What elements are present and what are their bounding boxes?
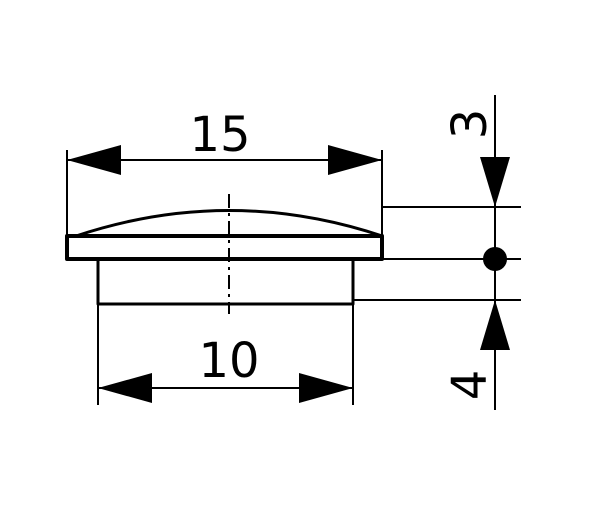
shank-diameter-label: 10 <box>198 333 259 389</box>
arrowhead-down <box>480 157 510 207</box>
arrowhead-up <box>480 300 510 350</box>
shank-height-label: 4 <box>442 370 498 401</box>
arrowhead-right <box>299 373 353 403</box>
part-outline <box>65 209 384 306</box>
arrowhead-left <box>67 145 121 175</box>
cap-diameter-dimension <box>66 145 383 236</box>
reference-dot <box>483 247 507 271</box>
arrowhead-left <box>98 373 152 403</box>
cap-height-label: 3 <box>442 109 498 140</box>
arrowhead-right <box>328 145 382 175</box>
cap-diameter-label: 15 <box>189 107 250 163</box>
cap-plate <box>65 234 384 261</box>
height-dimensions <box>353 95 521 410</box>
shank-body <box>96 259 355 306</box>
shank-diameter-dimension <box>97 304 354 405</box>
cap-dome <box>75 209 383 238</box>
